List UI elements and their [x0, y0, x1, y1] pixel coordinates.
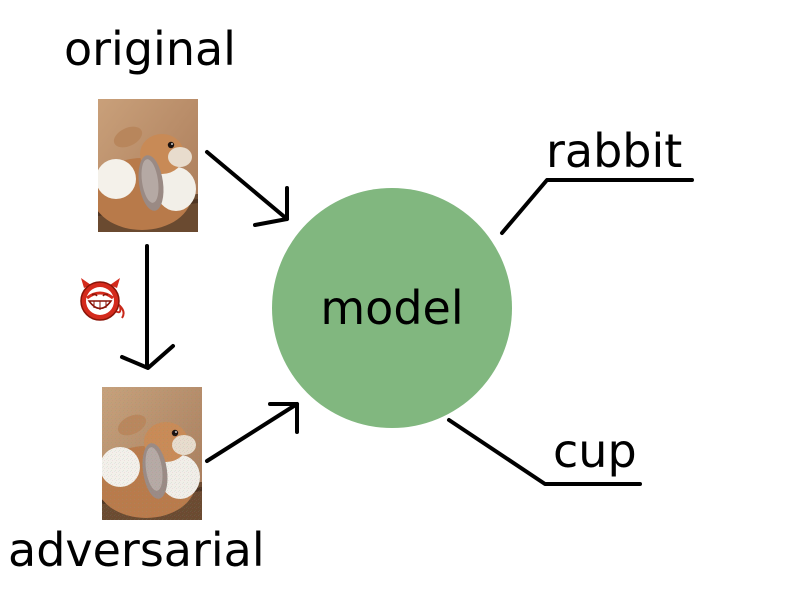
- output-line-cup: [447, 418, 642, 486]
- output-label-cup: cup: [553, 424, 637, 478]
- output-label-rabbit: rabbit: [546, 124, 683, 178]
- model-node: model: [272, 188, 512, 428]
- original-rabbit-image: [98, 99, 198, 232]
- output-line-rabbit: [500, 178, 694, 235]
- adversarial-rabbit-image: [102, 387, 202, 520]
- arrow-original-to-model: [205, 150, 289, 227]
- devil-face-icon: [80, 278, 125, 321]
- original-label: original: [64, 22, 236, 76]
- model-label: model: [320, 281, 464, 335]
- arrow-adversarial-to-model: [205, 402, 299, 463]
- adversarial-label: adversarial: [8, 523, 265, 577]
- arrow-original-to-adversarial: [120, 244, 175, 370]
